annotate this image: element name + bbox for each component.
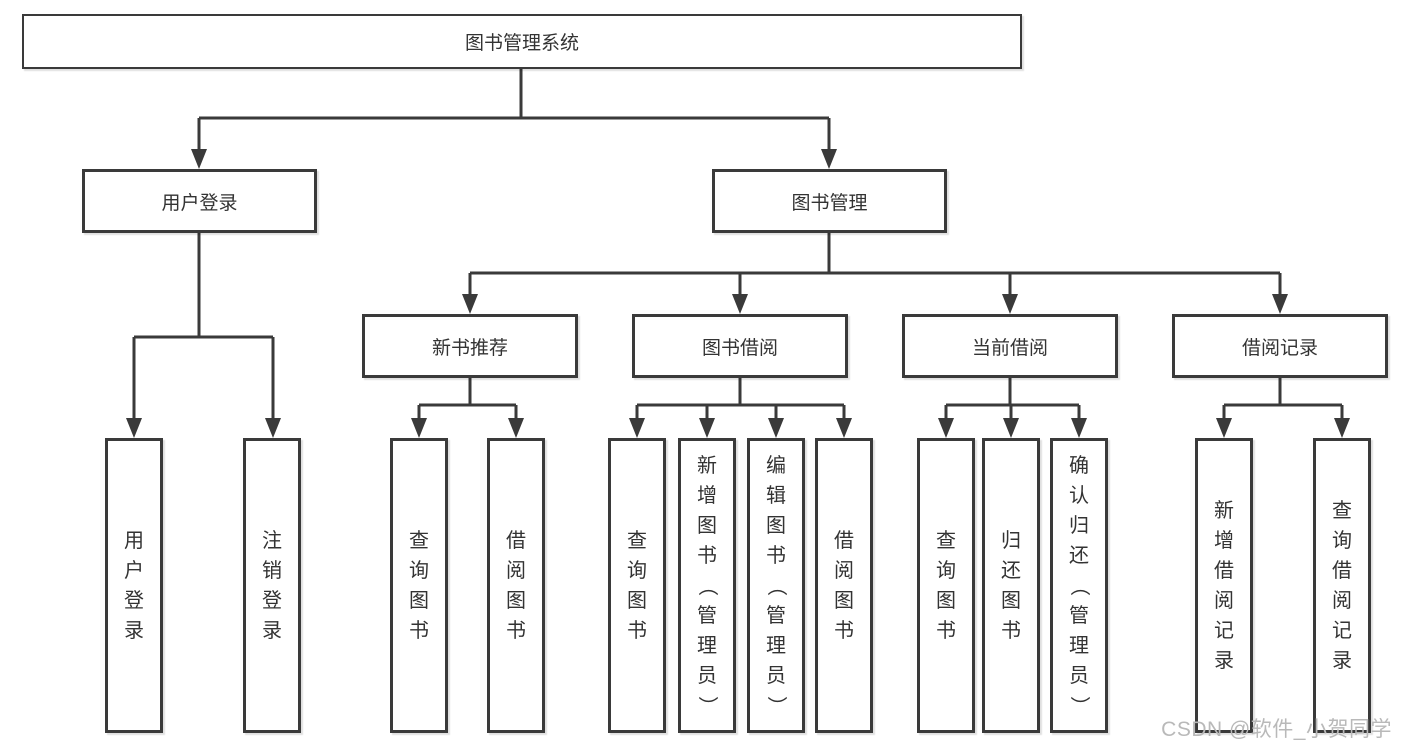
node-label: 当前借阅 xyxy=(971,337,1048,359)
leaf-borrow-edit-books-admin: 编辑图书（管理员） xyxy=(747,438,805,733)
leaf-logout: 注销登录 xyxy=(243,438,301,733)
node-label: 注销登录 xyxy=(262,529,282,642)
leaf-records-query-record: 查询借阅记录 xyxy=(1313,438,1371,733)
node-book-management: 图书管理 xyxy=(712,169,947,233)
node-label: 查询图书 xyxy=(409,529,429,642)
leaf-records-add-record: 新增借阅记录 xyxy=(1195,438,1253,733)
node-label: 查询图书 xyxy=(627,529,647,642)
node-label: 用户登录 xyxy=(161,192,238,214)
leaf-user-login: 用户登录 xyxy=(105,438,163,733)
node-current-borrowing: 当前借阅 xyxy=(902,314,1118,378)
csdn-watermark: CSDN @软件_小贺同学 xyxy=(1161,718,1392,741)
node-label: 借阅图书 xyxy=(506,529,526,642)
node-book-borrowing: 图书借阅 xyxy=(632,314,848,378)
node-label: 图书管理系统 xyxy=(464,33,579,54)
node-label: 用户登录 xyxy=(124,529,144,642)
leaf-borrow-add-books-admin: 新增图书（管理员） xyxy=(678,438,736,733)
node-label: 图书管理 xyxy=(791,192,868,214)
node-borrowing-records: 借阅记录 xyxy=(1172,314,1388,378)
node-label: 查询图书 xyxy=(936,529,956,642)
node-label: 新增借阅记录 xyxy=(1214,499,1234,672)
leaf-current-confirm-return-admin: 确认归还（管理员） xyxy=(1050,438,1108,733)
node-new-book-recommendation: 新书推荐 xyxy=(362,314,578,378)
node-label: 新增图书（管理员） xyxy=(696,454,718,716)
node-user-login: 用户登录 xyxy=(82,169,317,233)
leaf-current-query-books: 查询图书 xyxy=(917,438,975,733)
leaf-current-return-books: 归还图书 xyxy=(982,438,1040,733)
leaf-newbooks-borrow-books: 借阅图书 xyxy=(487,438,545,733)
node-label: 借阅图书 xyxy=(834,529,854,642)
node-label: 新书推荐 xyxy=(431,337,508,359)
leaf-borrow-borrow-books: 借阅图书 xyxy=(815,438,873,733)
node-label: 图书借阅 xyxy=(701,337,778,359)
node-root-library-management-system: 图书管理系统 xyxy=(22,14,1022,69)
leaf-borrow-query-books: 查询图书 xyxy=(608,438,666,733)
leaf-newbooks-query-books: 查询图书 xyxy=(390,438,448,733)
node-label: 归还图书 xyxy=(1001,529,1021,642)
node-label: 确认归还（管理员） xyxy=(1068,454,1090,716)
node-label: 查询借阅记录 xyxy=(1332,499,1352,672)
node-label: 编辑图书（管理员） xyxy=(765,454,787,716)
node-label: 借阅记录 xyxy=(1241,337,1318,359)
